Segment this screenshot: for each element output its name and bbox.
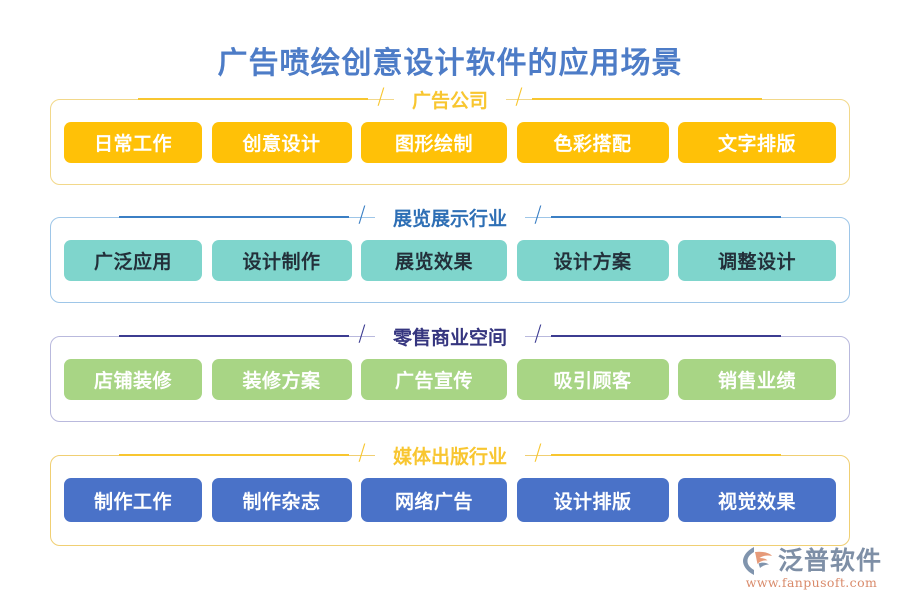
section-header: / 媒体出版行业 / [50, 441, 850, 469]
section-header: / 广告公司 / [50, 85, 850, 113]
pill-item[interactable]: 设计制作 [211, 239, 352, 281]
pill-item[interactable]: 吸引顾客 [516, 358, 669, 400]
pill-item[interactable]: 设计方案 [516, 239, 669, 281]
pill-item[interactable]: 日常工作 [64, 121, 202, 163]
pill-row: 店铺装修 装修方案 广告宣传 吸引顾客 销售业绩 [64, 355, 836, 403]
pill-item[interactable]: 创意设计 [211, 121, 352, 163]
pill-item[interactable]: 设计排版 [516, 478, 669, 522]
pill-item[interactable]: 广泛应用 [64, 239, 202, 281]
section-media-publishing-industry: / 媒体出版行业 / 制作工作 制作杂志 网络广告 设计排版 视觉效果 [50, 441, 850, 546]
header-slash-right: / [534, 322, 542, 347]
header-line-right [551, 335, 781, 337]
pill-item[interactable]: 展览效果 [361, 239, 507, 281]
header-slash-right: / [515, 85, 523, 110]
pill-item[interactable]: 制作工作 [64, 478, 202, 522]
section-label: 零售商业空间 [374, 322, 525, 350]
logo-top-row: 泛普软件 [741, 546, 882, 576]
page-title: 广告喷绘创意设计软件的应用场景 [217, 46, 683, 81]
header-slash-left: / [358, 441, 366, 466]
header-slash-left: / [377, 85, 385, 110]
pill-item[interactable]: 广告宣传 [361, 358, 507, 400]
header-slash-right: / [534, 203, 542, 228]
header-line-left [118, 335, 349, 337]
pill-item[interactable]: 色彩搭配 [516, 121, 669, 163]
section-label: 媒体出版行业 [374, 441, 525, 469]
section-retail-commercial-space: / 零售商业空间 / 店铺装修 装修方案 广告宣传 吸引顾客 销售业绩 [50, 322, 850, 422]
pill-row: 制作工作 制作杂志 网络广告 设计排版 视觉效果 [64, 476, 836, 524]
header-slash-left: / [358, 203, 366, 228]
header-slash-left: / [358, 322, 366, 347]
section-header: / 零售商业空间 / [50, 322, 850, 350]
pill-item[interactable]: 视觉效果 [678, 478, 836, 522]
pill-row: 广泛应用 设计制作 展览效果 设计方案 调整设计 [64, 236, 836, 284]
pill-row: 日常工作 创意设计 图形绘制 色彩搭配 文字排版 [64, 118, 836, 166]
pill-item[interactable]: 销售业绩 [678, 358, 836, 400]
header-line-right [532, 98, 762, 100]
pill-item[interactable]: 制作杂志 [211, 478, 352, 522]
brand-url[interactable]: www.fanpusoft.com [745, 575, 878, 590]
section-advertising-company: / 广告公司 / 日常工作 创意设计 图形绘制 色彩搭配 文字排版 [50, 85, 850, 185]
pill-item[interactable]: 网络广告 [361, 478, 507, 522]
pill-item[interactable]: 店铺装修 [64, 358, 202, 400]
header-line-left [118, 454, 349, 456]
section-label: 广告公司 [393, 85, 506, 113]
pill-item[interactable]: 装修方案 [211, 358, 352, 400]
section-exhibition-industry: / 展览展示行业 / 广泛应用 设计制作 展览效果 设计方案 调整设计 [50, 203, 850, 303]
section-header: / 展览展示行业 / [50, 203, 850, 231]
pill-item[interactable]: 调整设计 [678, 239, 836, 281]
pill-item[interactable]: 图形绘制 [361, 121, 507, 163]
fanpu-logo-icon [741, 546, 775, 576]
header-line-left [118, 216, 349, 218]
header-line-right [551, 216, 781, 218]
brand-name: 泛普软件 [777, 546, 882, 575]
header-line-left [137, 98, 368, 100]
header-slash-right: / [534, 441, 542, 466]
pill-item[interactable]: 文字排版 [678, 121, 836, 163]
section-label: 展览展示行业 [374, 203, 525, 231]
header-line-right [551, 454, 781, 456]
brand-logo[interactable]: 泛普软件 www.fanpusoft.com [741, 546, 882, 590]
